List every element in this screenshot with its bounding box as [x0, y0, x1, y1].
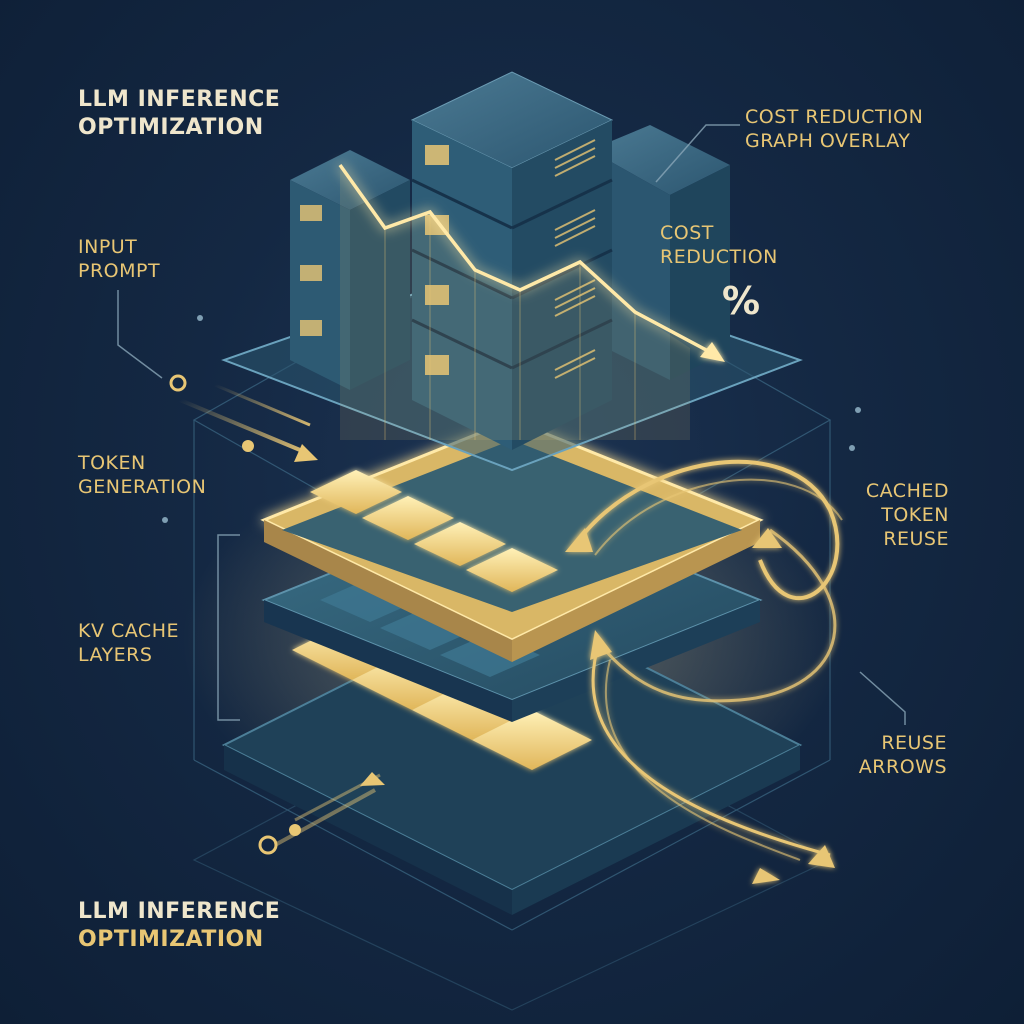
cost-trend-arrowhead: [700, 342, 725, 362]
token-generation-slab: [260, 418, 764, 662]
title-top-line1: LLM INFERENCE: [78, 87, 281, 112]
title-top: LLM INFERENCE OPTIMIZATION: [78, 86, 280, 141]
label-cost-graph-overlay: COST REDUCTION GRAPH OVERLAY: [745, 106, 923, 154]
label-token-generation-line1: TOKEN: [78, 452, 146, 474]
cost-reduction-graph: [338, 163, 725, 440]
label-input-prompt: INPUT PROMPT: [78, 236, 160, 284]
label-reuse-arrows-line1: REUSE: [881, 732, 947, 754]
label-cached-line1: CACHED: [865, 480, 949, 502]
label-kv-cache-layers: KV CACHE LAYERS: [78, 620, 179, 668]
label-cost-reduction-line1: COST: [660, 222, 714, 244]
percent-symbol: %: [722, 279, 761, 323]
input-prompt-flow: [169, 374, 318, 462]
title-bottom-line2: OPTIMIZATION: [78, 926, 264, 952]
label-input-prompt-line2: PROMPT: [78, 259, 161, 282]
label-token-generation: TOKEN GENERATION: [78, 452, 206, 500]
title-top-line2: OPTIMIZATION: [78, 114, 264, 140]
label-input-prompt-line1: INPUT: [78, 236, 138, 258]
label-cost-reduction-line2: REDUCTION: [660, 245, 778, 268]
title-bottom-line1: LLM INFERENCE: [78, 899, 281, 924]
server-stack-center: [410, 71, 614, 450]
title-bottom: LLM INFERENCE OPTIMIZATION: [78, 898, 280, 953]
label-reuse-arrows: REUSE ARROWS: [859, 732, 947, 780]
bottom-input-flow: [258, 772, 385, 855]
label-cached-line3: REUSE: [883, 527, 949, 550]
label-cached-token-reuse: CACHED TOKEN REUSE: [866, 480, 949, 551]
reuse-arrows: [573, 459, 843, 861]
label-kv-cache-line2: LAYERS: [78, 643, 153, 666]
cost-trend-line: [338, 163, 711, 354]
accent-dots: [162, 315, 861, 523]
label-cached-line2: TOKEN: [881, 503, 949, 526]
reuse-arrowheads: [565, 528, 835, 884]
gold-tile-grid-top: [310, 470, 558, 592]
label-kv-cache-line1: KV CACHE: [78, 620, 179, 642]
label-cost-reduction: COST REDUCTION: [660, 222, 778, 270]
label-reuse-arrows-line2: ARROWS: [858, 755, 947, 778]
label-token-generation-line2: GENERATION: [78, 475, 207, 498]
label-cost-overlay-line2: GRAPH OVERLAY: [745, 129, 911, 152]
label-cost-overlay-line1: COST REDUCTION: [745, 106, 924, 128]
leader-lines: [117, 124, 906, 725]
